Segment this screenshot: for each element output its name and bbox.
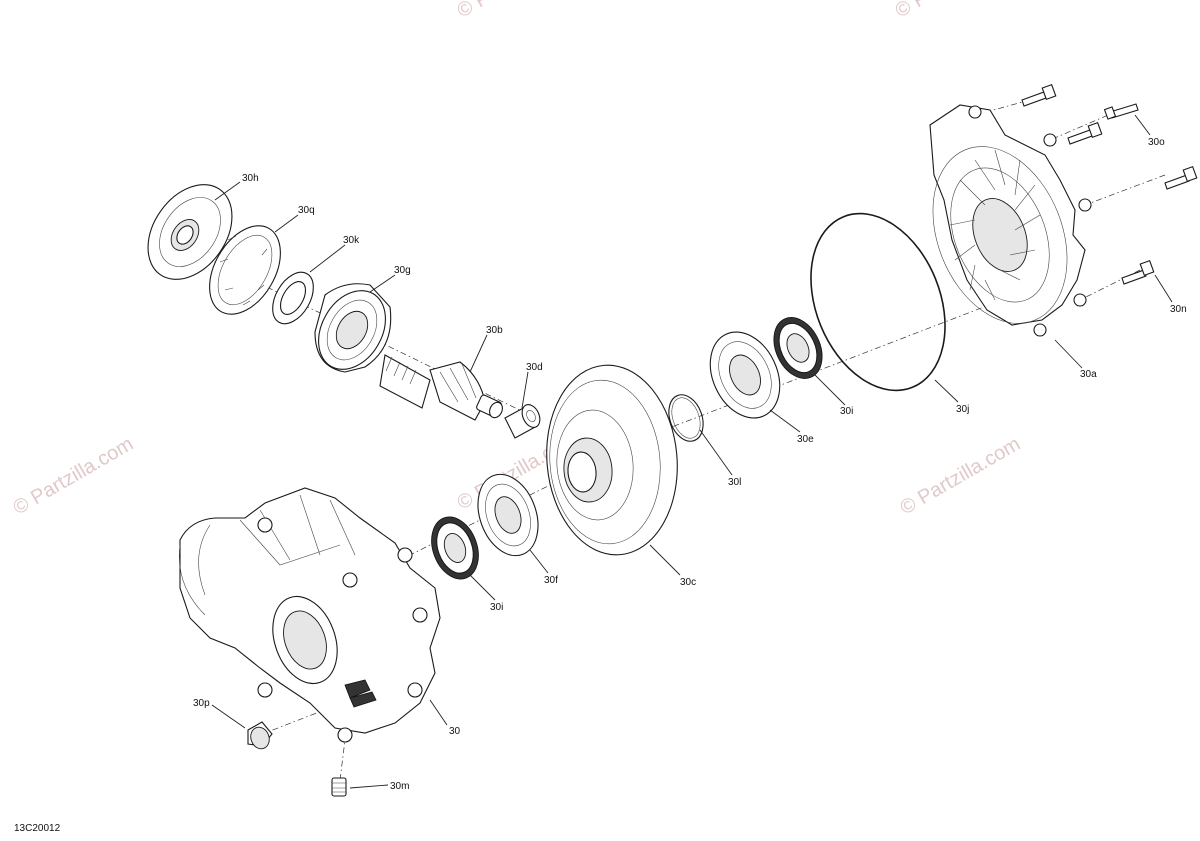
label-30b: 30b	[486, 325, 503, 336]
label-30i-right: 30i	[840, 406, 853, 417]
part-30h-seal	[147, 184, 233, 280]
bolt-30n-4	[1121, 259, 1155, 285]
watermark-right: © Partzilla.com	[897, 433, 1025, 519]
part-30-housing	[179, 487, 441, 743]
leader-lines	[211, 114, 1173, 789]
label-30p: 30p	[193, 698, 210, 709]
label-30q: 30q	[298, 205, 315, 216]
label-30: 30	[449, 726, 461, 737]
part-30a-cover	[929, 104, 1092, 337]
label-30l: 30l	[728, 477, 741, 488]
diagram-code: 13C20012	[14, 823, 61, 834]
part-30m-plug	[331, 777, 347, 797]
callout-labels: 30h 30q 30k 30g 30b 30d 30c 30l 30e 30i …	[193, 137, 1187, 792]
part-30f-bearing	[477, 473, 539, 557]
part-30p-plug	[247, 721, 273, 750]
label-30d: 30d	[526, 362, 543, 373]
watermark-top: © Partzilla.com	[454, 0, 582, 22]
bolt-30n-3	[1164, 165, 1198, 190]
part-30b-pinion	[379, 354, 503, 421]
part-30c-ring-gear	[546, 364, 678, 556]
part-30q-ring	[209, 225, 281, 315]
label-30n: 30n	[1170, 304, 1187, 315]
watermark-top-right: © Partzilla.com	[892, 0, 1020, 22]
watermark-left: © Partzilla.com	[10, 433, 138, 519]
label-30k: 30k	[343, 235, 360, 246]
part-30j-o-ring-large	[810, 212, 946, 392]
part-30k-washer	[272, 271, 314, 325]
part-bolts	[1021, 83, 1198, 285]
label-30f: 30f	[544, 575, 558, 586]
part-30i-seal-left	[431, 516, 479, 580]
bolt-30n-1	[1021, 83, 1057, 107]
part-30i-seal-right	[773, 317, 823, 379]
part-30l-o-ring	[668, 394, 704, 442]
label-30e: 30e	[797, 434, 814, 445]
bolt-30o	[1103, 103, 1139, 120]
label-30o: 30o	[1148, 137, 1165, 148]
part-30e-bearing	[709, 331, 781, 419]
bolt-30n-2	[1067, 121, 1103, 145]
label-30m: 30m	[390, 781, 409, 792]
label-30h: 30h	[242, 173, 259, 184]
part-30d-needle-bearing	[504, 404, 541, 439]
label-30a: 30a	[1080, 369, 1097, 380]
label-30j: 30j	[956, 404, 969, 415]
label-30g: 30g	[394, 265, 411, 276]
label-30c: 30c	[680, 577, 696, 588]
label-30i-left: 30i	[490, 602, 503, 613]
part-30g-bearing	[314, 283, 392, 373]
